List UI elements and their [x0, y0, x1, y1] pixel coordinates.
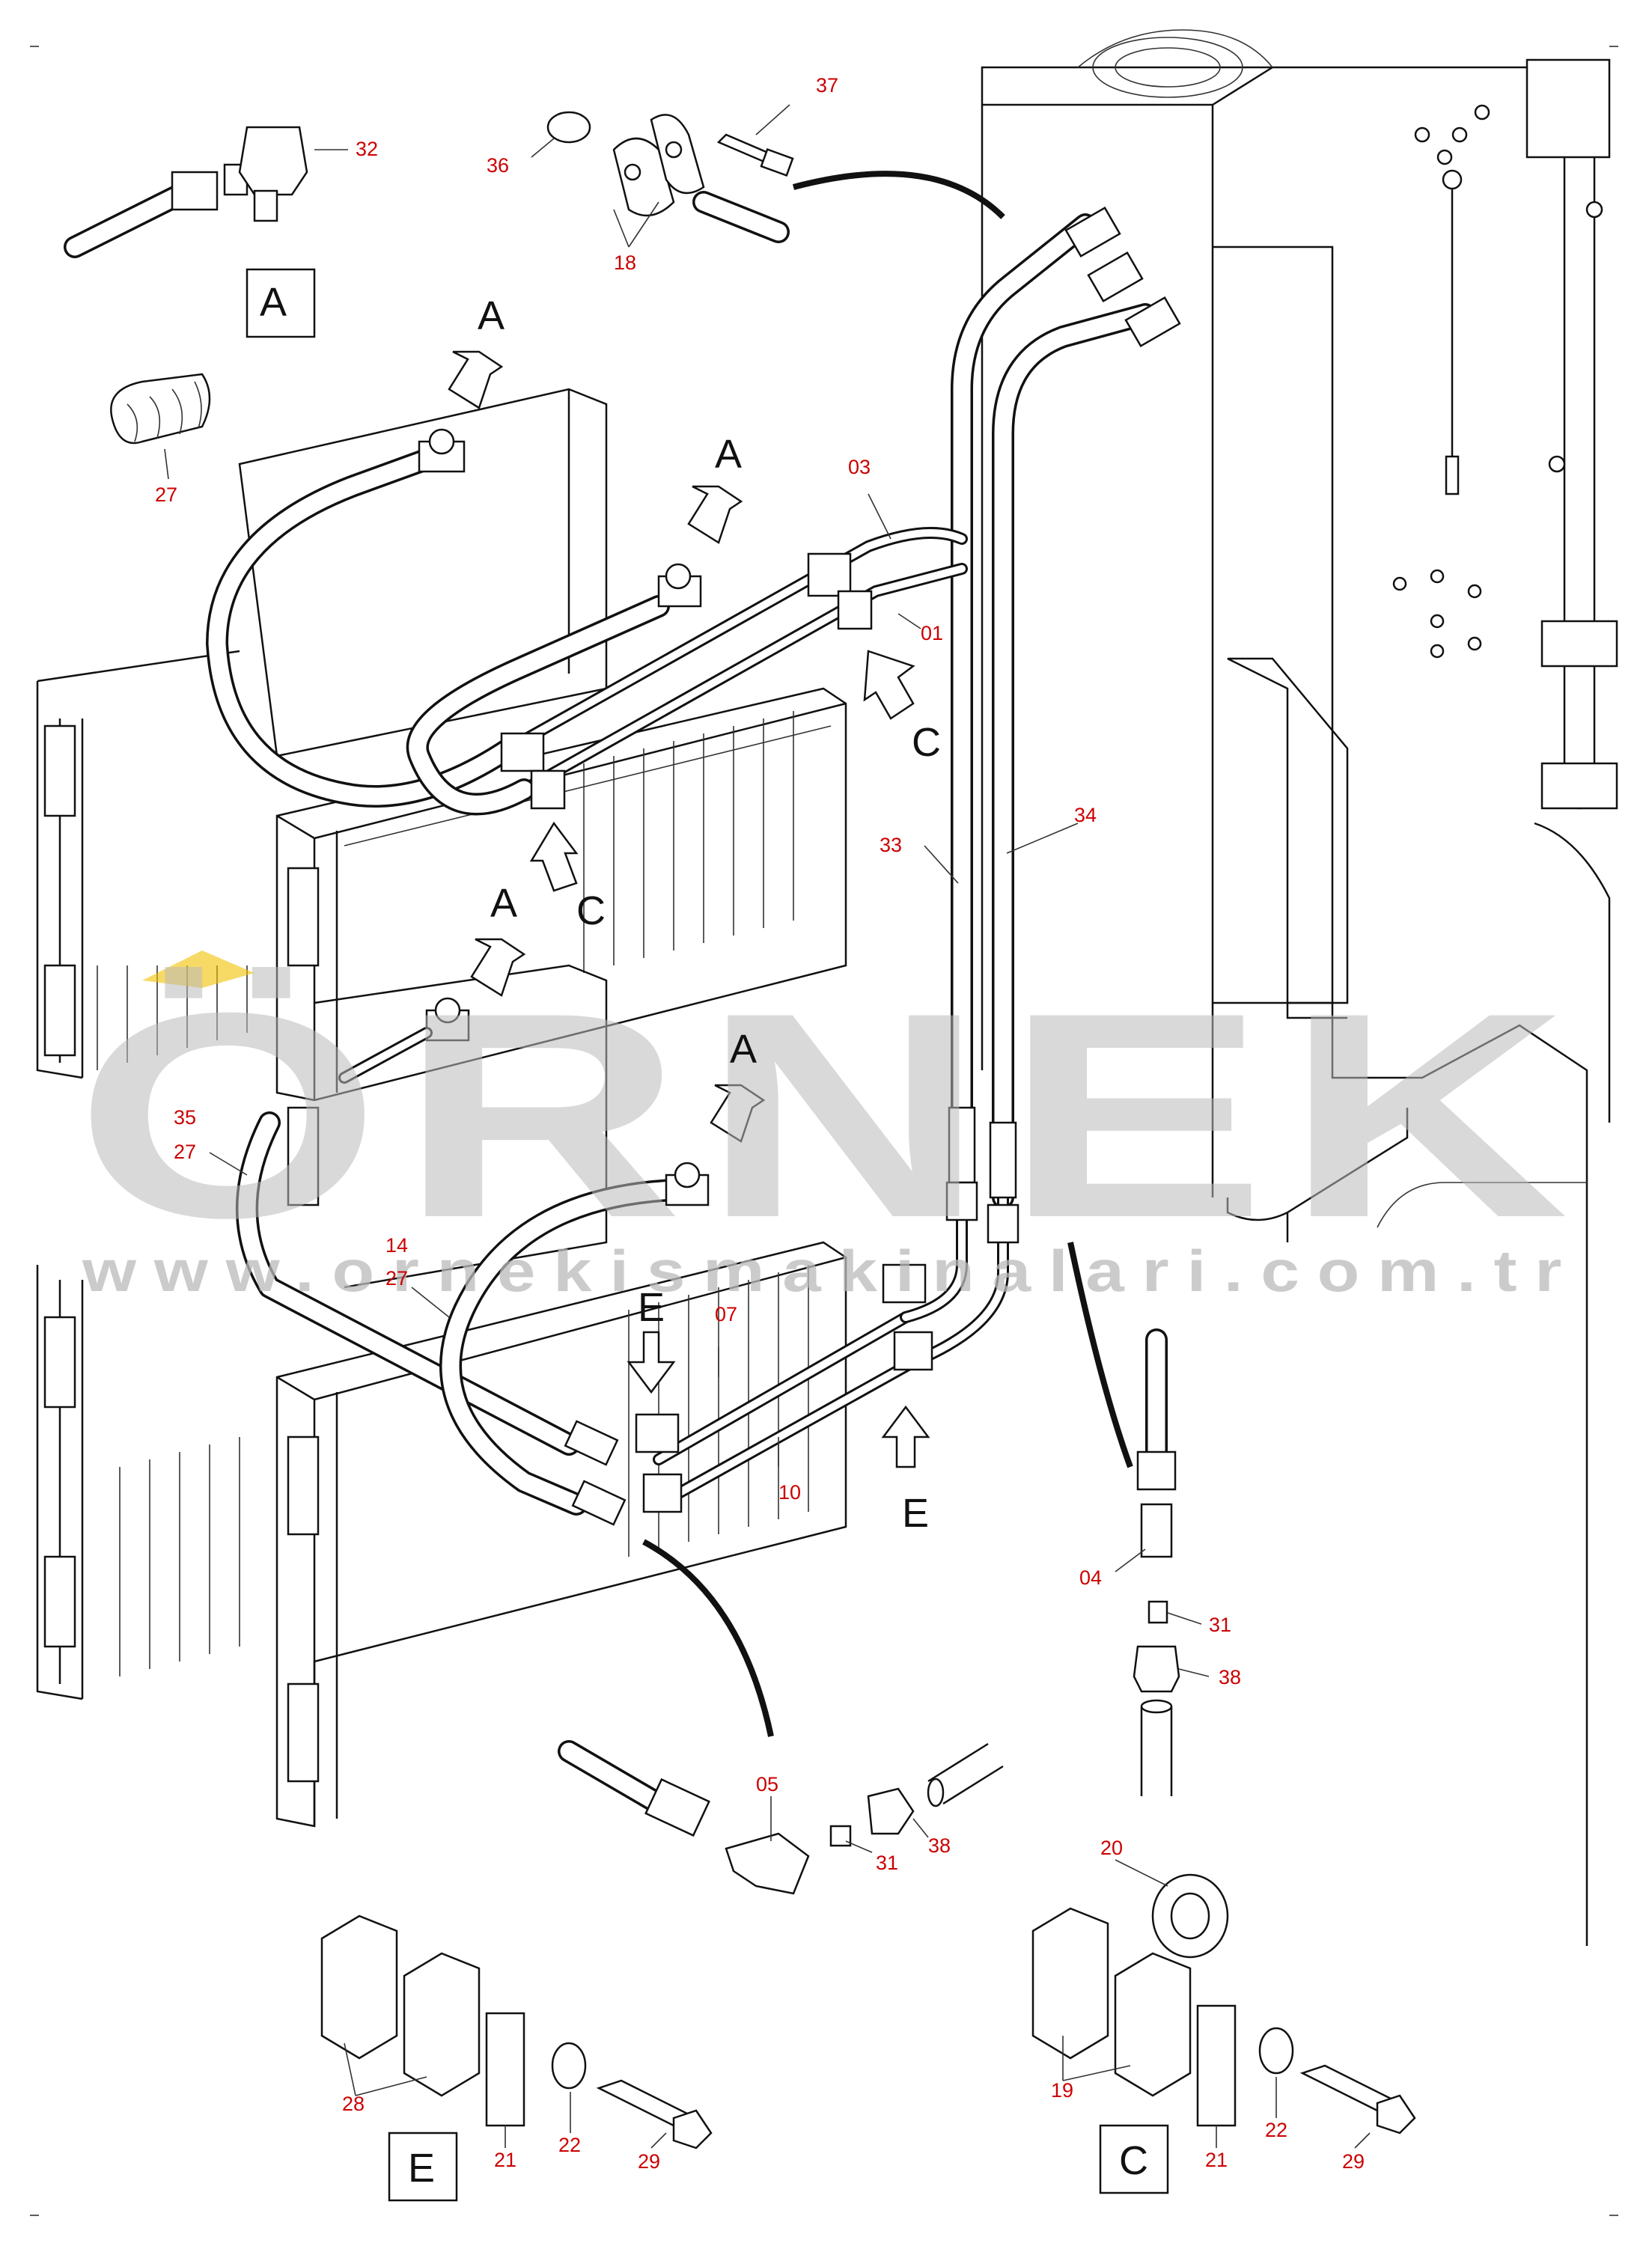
view-letter-e-box: E [408, 2146, 435, 2191]
label-19: 19 [1051, 2079, 1073, 2102]
label-28: 28 [342, 2093, 365, 2115]
hose-14 [439, 1179, 685, 1516]
tube-07-10 [653, 1191, 1009, 1510]
cooler-core-upper-front [275, 687, 847, 1206]
watermark: ÖRNEK www.ornekismakinalari.com.tr [75, 951, 1587, 1304]
label-35: 35 [174, 1106, 196, 1129]
label-27-low: 27 [385, 1267, 408, 1290]
cooler-core-upper-back [36, 388, 608, 1079]
label-32: 32 [356, 138, 378, 160]
label-27-top: 27 [155, 483, 177, 506]
view-letter-e-1: E [638, 1285, 665, 1330]
view-letter-c-1: C [912, 720, 941, 765]
label-07: 07 [715, 1303, 737, 1325]
detail-adapter [1133, 1328, 1180, 1796]
hose-upper-loop [206, 445, 670, 816]
hose-34 [992, 303, 1156, 1209]
fitting-a-1 [418, 428, 466, 473]
label-22-left: 22 [558, 2134, 581, 2156]
label-37: 37 [816, 74, 838, 97]
fitting-a-4 [665, 1162, 710, 1206]
label-20: 20 [1100, 1837, 1123, 1859]
detail-a [64, 126, 316, 338]
hose-33 [951, 213, 1097, 1209]
hose-35 [236, 1111, 580, 1456]
label-29-left: 29 [638, 2150, 660, 2173]
fitting-a-3 [338, 997, 470, 1084]
view-letter-a-4: A [730, 1027, 757, 1072]
label-04: 04 [1079, 1566, 1102, 1589]
callout-curves [642, 171, 1133, 1737]
view-arrow-c-2 [529, 821, 579, 892]
label-33: 33 [880, 834, 902, 856]
label-31-low: 31 [876, 1852, 898, 1874]
view-arrow-e-2 [881, 1405, 930, 1468]
cooler-core-lower-front [275, 1241, 847, 1828]
spring-27 [110, 373, 211, 445]
label-36: 36 [487, 154, 509, 177]
part-number-labels: 32 37 36 18 27 03 01 33 34 35 27 14 27 0… [155, 74, 1365, 2173]
tube-03 [503, 527, 968, 754]
view-letter-a-1: A [478, 293, 505, 338]
watermark-accent-mark [142, 951, 254, 988]
view-letter-c-box: C [1119, 2138, 1148, 2183]
label-01: 01 [921, 622, 943, 644]
view-arrow-a-4 [710, 1084, 766, 1143]
flange-detail [546, 111, 794, 243]
view-arrow-c-1 [863, 650, 915, 720]
hose-couplings [564, 206, 1181, 1526]
label-21-right: 21 [1205, 2149, 1228, 2171]
view-letter-a-box: A [260, 280, 287, 325]
label-27-mid: 27 [174, 1141, 196, 1163]
watermark-brand: ÖRNEK [75, 952, 1587, 1278]
label-38-low: 38 [928, 1834, 951, 1857]
label-34: 34 [1074, 804, 1097, 826]
label-03: 03 [848, 456, 871, 478]
view-letters: A A A A A C C E E E C [260, 280, 1148, 2191]
leader-lines [164, 104, 1371, 2149]
fitting-a-2 [657, 563, 702, 608]
view-letter-e-2: E [902, 1491, 929, 1536]
label-05: 05 [756, 1773, 778, 1795]
label-29-right: 29 [1342, 2150, 1365, 2173]
machine-housing [981, 29, 1618, 1946]
detail-a-box [246, 268, 316, 338]
corner-marks [30, 46, 1618, 2216]
view-letter-a-2: A [715, 432, 742, 477]
tube-01 [518, 563, 968, 796]
detail-elbow [558, 1740, 1004, 1895]
view-arrow-a-2 [687, 485, 743, 544]
label-38-right: 38 [1219, 1666, 1241, 1688]
view-arrow-a-3 [470, 938, 526, 997]
view-arrow-e-1 [627, 1331, 676, 1394]
label-22-right: 22 [1265, 2119, 1287, 2141]
detail-c [1031, 1873, 1416, 2194]
label-18: 18 [614, 251, 636, 274]
label-21-left: 21 [494, 2149, 516, 2171]
watermark-url: www.ornekismakinalari.com.tr [82, 1238, 1579, 1304]
label-14: 14 [385, 1234, 408, 1257]
clamps [500, 552, 933, 1513]
label-10: 10 [778, 1481, 801, 1504]
detail-e [320, 1914, 713, 2202]
view-letter-a-3: A [490, 881, 517, 926]
view-letter-c-2: C [576, 888, 606, 933]
label-31-right: 31 [1209, 1614, 1231, 1636]
view-arrow-a-1 [448, 350, 504, 409]
